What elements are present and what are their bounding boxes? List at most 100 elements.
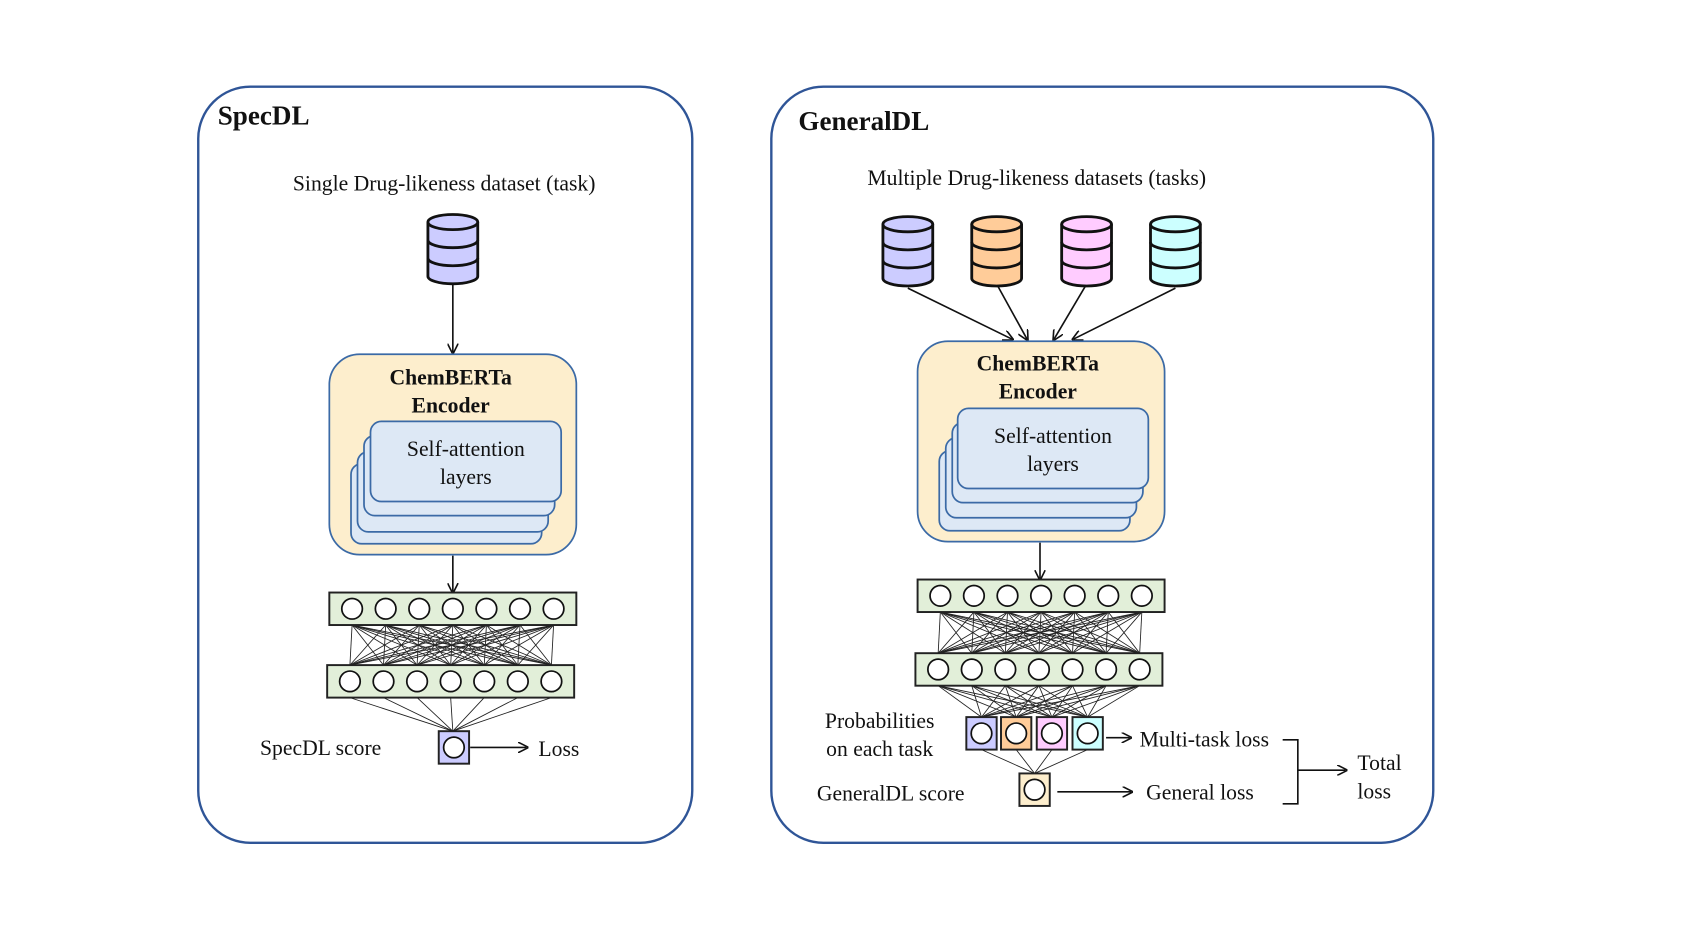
task-to-score-edges <box>981 749 1088 774</box>
fc-edge <box>938 611 1075 654</box>
fc-to-score-edge <box>452 697 519 732</box>
database-band <box>426 257 480 268</box>
fc-to-task-edge <box>1005 685 1088 718</box>
fc-to-score-edge <box>450 697 454 732</box>
fc-edge <box>349 625 353 666</box>
specdl-encoder: ChemBERTa Encoder Self-attention layers <box>328 353 578 556</box>
fc-edge <box>1038 611 1142 654</box>
fc-to-task-edge <box>971 685 1053 718</box>
fc-neuron <box>962 584 986 607</box>
generaldl-layers-label-line1: Self-attention <box>994 424 1112 448</box>
fc-edge <box>383 624 554 666</box>
dataset-3-arrow <box>1054 285 1087 339</box>
multitask-loss-label: Multi-task loss <box>1140 727 1269 751</box>
database-band <box>1060 241 1113 252</box>
task-output-box <box>1000 716 1033 751</box>
output-neuron <box>1040 722 1064 745</box>
fc-neuron <box>960 658 983 681</box>
task-to-score-edge <box>1034 749 1088 774</box>
fc-edge <box>416 624 554 666</box>
fc-edge <box>1139 612 1143 654</box>
specdl-score-box <box>437 730 471 765</box>
fc-neuron <box>338 670 362 693</box>
fc-to-task-edge <box>1016 685 1140 718</box>
fc-neuron <box>506 670 529 693</box>
specdl-panel: SpecDL Single Drug-likeness dataset (tas… <box>197 85 694 844</box>
specdl-title: SpecDL <box>218 101 310 131</box>
task-to-score-edge <box>1034 749 1053 774</box>
specdl-score-label: SpecDL score <box>260 736 381 760</box>
fc-neuron <box>1027 658 1051 681</box>
fc-edge <box>938 611 1142 654</box>
database-icon <box>970 215 1023 288</box>
database-top <box>881 215 935 234</box>
specdl-layers-label-line1: Self-attention <box>407 437 525 461</box>
output-neuron <box>1076 722 1099 745</box>
fc-neuron <box>1128 658 1151 681</box>
generaldl-score-output <box>1018 772 1051 807</box>
fc-neuron <box>439 670 462 693</box>
fc-neuron <box>508 597 532 620</box>
loss-bracket <box>1282 739 1299 805</box>
fc-to-task-edge <box>1051 685 1140 718</box>
dataset-2-arrow <box>997 285 1027 339</box>
specdl-layers-label-line2: layers <box>440 465 492 489</box>
generaldl-title: GeneralDL <box>798 106 929 136</box>
fc-edge <box>484 624 554 666</box>
fc-edge <box>971 611 1142 654</box>
fc-edge <box>349 624 521 666</box>
database-band <box>881 259 935 270</box>
fc-neuron <box>994 658 1017 681</box>
task-output-box <box>965 716 998 751</box>
fc-neuron <box>475 597 498 620</box>
specdl-encoder-title-line1: ChemBERTa <box>389 366 512 390</box>
output-neuron <box>1005 722 1028 745</box>
fc-edge <box>1072 611 1143 654</box>
fc-neuron <box>927 658 950 681</box>
generaldl-encoder: ChemBERTa Encoder Self-attention layers <box>916 340 1166 543</box>
fc-neuron <box>1097 584 1120 607</box>
fc-edge <box>937 611 975 654</box>
fc-edge <box>937 611 1008 654</box>
generaldl-dataset-label: Multiple Drug-likeness datasets (tasks) <box>867 166 1206 190</box>
task-to-score-edge <box>1015 749 1035 774</box>
task-output-box <box>1071 716 1104 751</box>
generaldl-fc-network <box>914 578 1166 687</box>
database-top <box>970 215 1023 234</box>
fc-to-task-edge <box>1038 685 1088 718</box>
output-neuron <box>442 736 466 759</box>
fc-neuron <box>540 670 563 693</box>
fc-neuron <box>542 597 565 620</box>
fc-to-score-edge <box>349 697 453 732</box>
generaldl-encoder-title-line1: ChemBERTa <box>977 351 1100 375</box>
database-body <box>970 224 1023 288</box>
output-neuron <box>970 722 993 745</box>
fc-neuron <box>405 670 429 693</box>
fc-neuron <box>441 597 464 620</box>
database-top <box>1149 215 1202 234</box>
fc-edge <box>517 624 554 666</box>
fc-neuron <box>473 670 496 693</box>
fc-to-task-edge <box>971 685 1088 718</box>
output-neuron <box>1023 778 1046 801</box>
total-loss-label-line2: loss <box>1357 779 1391 803</box>
fc-edge <box>1105 611 1143 654</box>
database-body <box>1060 224 1113 288</box>
fc-neuron <box>996 584 1019 607</box>
database-band <box>881 241 935 252</box>
database-icon <box>426 213 480 286</box>
fc-to-task-edge <box>981 685 1140 718</box>
fc-edges <box>349 624 555 666</box>
generaldl-task-outputs <box>937 685 1140 751</box>
database-band <box>1149 259 1202 270</box>
database-top <box>426 213 480 232</box>
database-icon <box>1060 215 1113 288</box>
fc-neuron <box>1061 658 1084 681</box>
specdl-dataset-label: Single Drug-likeness dataset (task) <box>293 172 596 196</box>
specdl-loss-label: Loss <box>538 737 579 761</box>
generaldl-panel: GeneralDL Multiple Drug-likeness dataset… <box>770 85 1435 844</box>
fc-to-score-edge <box>452 697 552 732</box>
fc-neuron <box>929 584 952 607</box>
fc-edge <box>349 624 420 666</box>
